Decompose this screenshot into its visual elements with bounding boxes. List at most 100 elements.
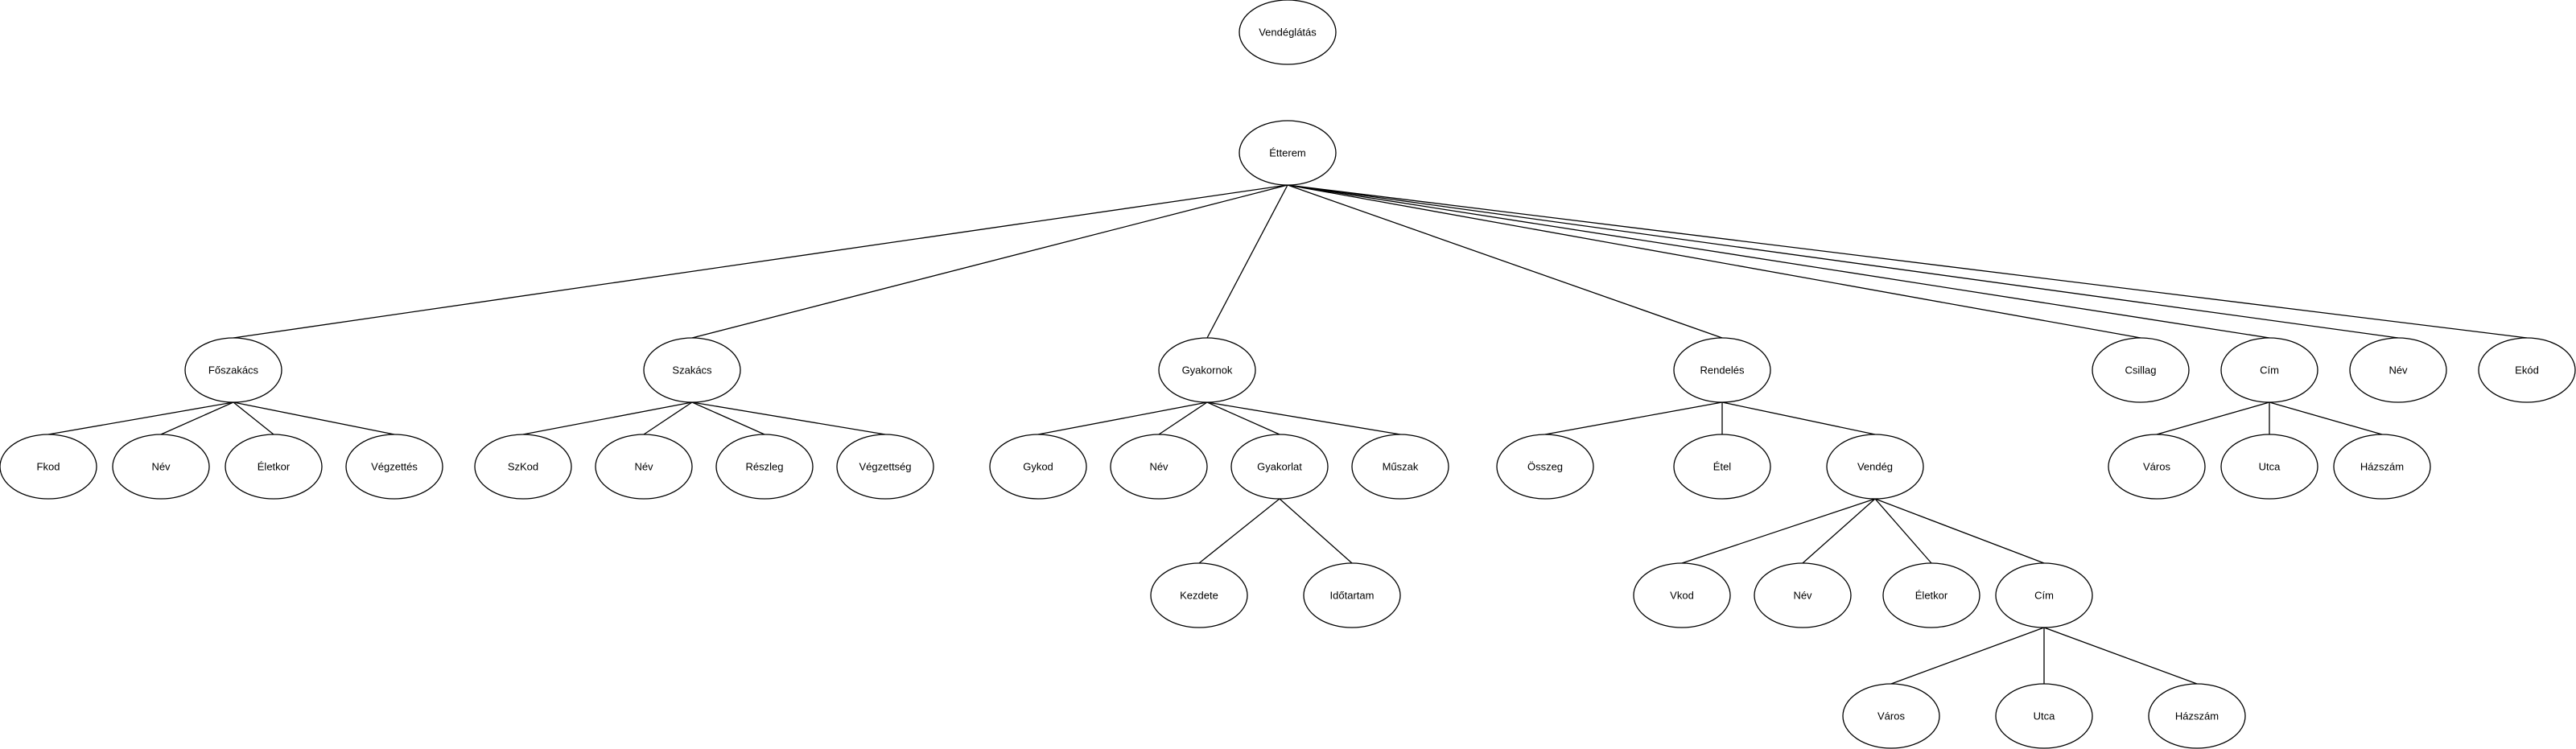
node-ekod: Ekód — [2478, 337, 2576, 403]
edge-etterem-rendeles — [1287, 184, 1723, 339]
node-cim1: Cím — [2220, 337, 2318, 403]
node-shape-ekod — [2478, 337, 2576, 403]
node-label-gyakorlat: Gyakorlat — [1257, 461, 1302, 473]
node-label-eletkor1: Életkor — [258, 461, 291, 473]
edge-etterem-cim1 — [1287, 184, 2270, 339]
edge-foszakacs-nev2 — [160, 401, 234, 435]
node-shape-etterem — [1239, 120, 1337, 186]
node-label-ekod: Ekód — [2515, 364, 2539, 377]
edge-etterem-nev1 — [1287, 184, 2399, 339]
node-shape-nev3 — [595, 434, 693, 500]
node-shape-gyakornok — [1158, 337, 1256, 403]
node-shape-hazszam1 — [2333, 434, 2431, 500]
node-shape-vkod — [1633, 562, 1731, 628]
node-label-cim2: Cím — [2034, 590, 2054, 602]
node-shape-csillag — [2092, 337, 2190, 403]
edge-szakacs-szkod — [522, 401, 693, 435]
node-nev2: Név — [112, 434, 210, 500]
node-nev1: Név — [2349, 337, 2447, 403]
edge-layer — [47, 184, 2528, 685]
node-label-nev2: Név — [151, 461, 171, 473]
node-shape-nev1 — [2349, 337, 2447, 403]
node-etel: Étel — [1673, 434, 1771, 500]
node-eletkor2: Életkor — [1882, 562, 1980, 628]
edge-etterem-gyakornok — [1206, 184, 1288, 339]
node-osszeg: Összeg — [1496, 434, 1594, 500]
node-foszakacs: Főszakács — [184, 337, 282, 403]
node-label-szakacs: Szakács — [672, 364, 712, 377]
node-label-vendeg: Vendég — [1857, 461, 1893, 473]
edge-etterem-foszakacs — [233, 184, 1288, 339]
edge-gyakornok-nev4 — [1158, 401, 1208, 435]
node-vegzettseg: Végzettség — [836, 434, 934, 500]
node-gyakorlat: Gyakorlat — [1230, 434, 1329, 500]
node-muszak: Műszak — [1351, 434, 1449, 500]
edge-etterem-ekod — [1287, 184, 2528, 339]
node-gyakornok: Gyakornok — [1158, 337, 1256, 403]
node-label-foszakacs: Főszakács — [208, 364, 259, 377]
edge-rendeles-vendeg — [1721, 401, 1876, 435]
node-label-nev5: Név — [1793, 590, 1812, 602]
node-shape-szakacs — [643, 337, 741, 403]
node-shape-utca1 — [2220, 434, 2318, 500]
node-label-hazszam1: Házszám — [2360, 461, 2404, 473]
edge-vendeg-eletkor2 — [1874, 498, 1932, 564]
node-eletkor1: Életkor — [225, 434, 323, 500]
node-szakacs: Szakács — [643, 337, 741, 403]
edge-vendeg-cim2 — [1874, 498, 2045, 564]
node-reszleg: Részleg — [715, 434, 814, 500]
edge-szakacs-nev3 — [643, 401, 693, 435]
edge-rendeles-osszeg — [1544, 401, 1723, 435]
node-label-cim1: Cím — [2260, 364, 2279, 377]
node-label-eletkor2: Életkor — [1915, 590, 1948, 602]
node-vendeglatas: Vendéglátás — [1239, 0, 1337, 65]
node-label-idotartam: Időtartam — [1330, 590, 1375, 602]
node-label-nev1: Név — [2388, 364, 2408, 377]
node-shape-gyakorlat — [1230, 434, 1329, 500]
node-nev5: Név — [1754, 562, 1852, 628]
node-shape-foszakacs — [184, 337, 282, 403]
node-nev3: Név — [595, 434, 693, 500]
node-label-etterem: Étterem — [1269, 147, 1306, 159]
node-kezdete: Kezdete — [1150, 562, 1248, 628]
node-shape-nev2 — [112, 434, 210, 500]
node-fkod: Fkod — [0, 434, 97, 500]
node-shape-vegzettes — [345, 434, 443, 500]
node-shape-varos2 — [1842, 683, 1940, 749]
node-shape-cim2 — [1995, 562, 2093, 628]
edge-foszakacs-eletkor1 — [233, 401, 274, 435]
edge-foszakacs-vegzettes — [233, 401, 395, 435]
node-label-vkod: Vkod — [1670, 590, 1694, 602]
node-shape-nev4 — [1110, 434, 1208, 500]
node-hazszam1: Házszám — [2333, 434, 2431, 500]
node-shape-muszak — [1351, 434, 1449, 500]
node-shape-kezdete — [1150, 562, 1248, 628]
node-shape-vegzettseg — [836, 434, 934, 500]
node-szkod: SzKod — [474, 434, 572, 500]
node-label-etel: Étel — [1713, 461, 1732, 473]
edge-cim1-hazszam1 — [2269, 401, 2383, 435]
edge-cim2-hazszam2 — [2043, 627, 2198, 685]
node-label-szkod: SzKod — [508, 461, 538, 473]
node-label-varos1: Város — [2143, 461, 2170, 473]
edge-gyakorlat-kezdete — [1198, 498, 1280, 564]
edge-gyakornok-muszak — [1206, 401, 1401, 435]
node-label-hazszam2: Házszám — [2175, 710, 2219, 722]
node-shape-utca2 — [1995, 683, 2093, 749]
edge-foszakacs-fkod — [47, 401, 234, 435]
node-vegzettes: Végzettés — [345, 434, 443, 500]
edge-gyakorlat-idotartam — [1279, 498, 1353, 564]
node-utca2: Utca — [1995, 683, 2093, 749]
node-nev4: Név — [1110, 434, 1208, 500]
node-shape-reszleg — [715, 434, 814, 500]
node-vendeg: Vendég — [1826, 434, 1924, 500]
node-varos2: Város — [1842, 683, 1940, 749]
node-label-reszleg: Részleg — [746, 461, 784, 473]
node-shape-hazszam2 — [2148, 683, 2246, 749]
node-label-utca2: Utca — [2034, 710, 2056, 722]
node-label-vegzettes: Végzettés — [371, 461, 418, 473]
edge-etterem-csillag — [1287, 184, 2141, 339]
edge-gyakornok-gykod — [1037, 401, 1208, 435]
